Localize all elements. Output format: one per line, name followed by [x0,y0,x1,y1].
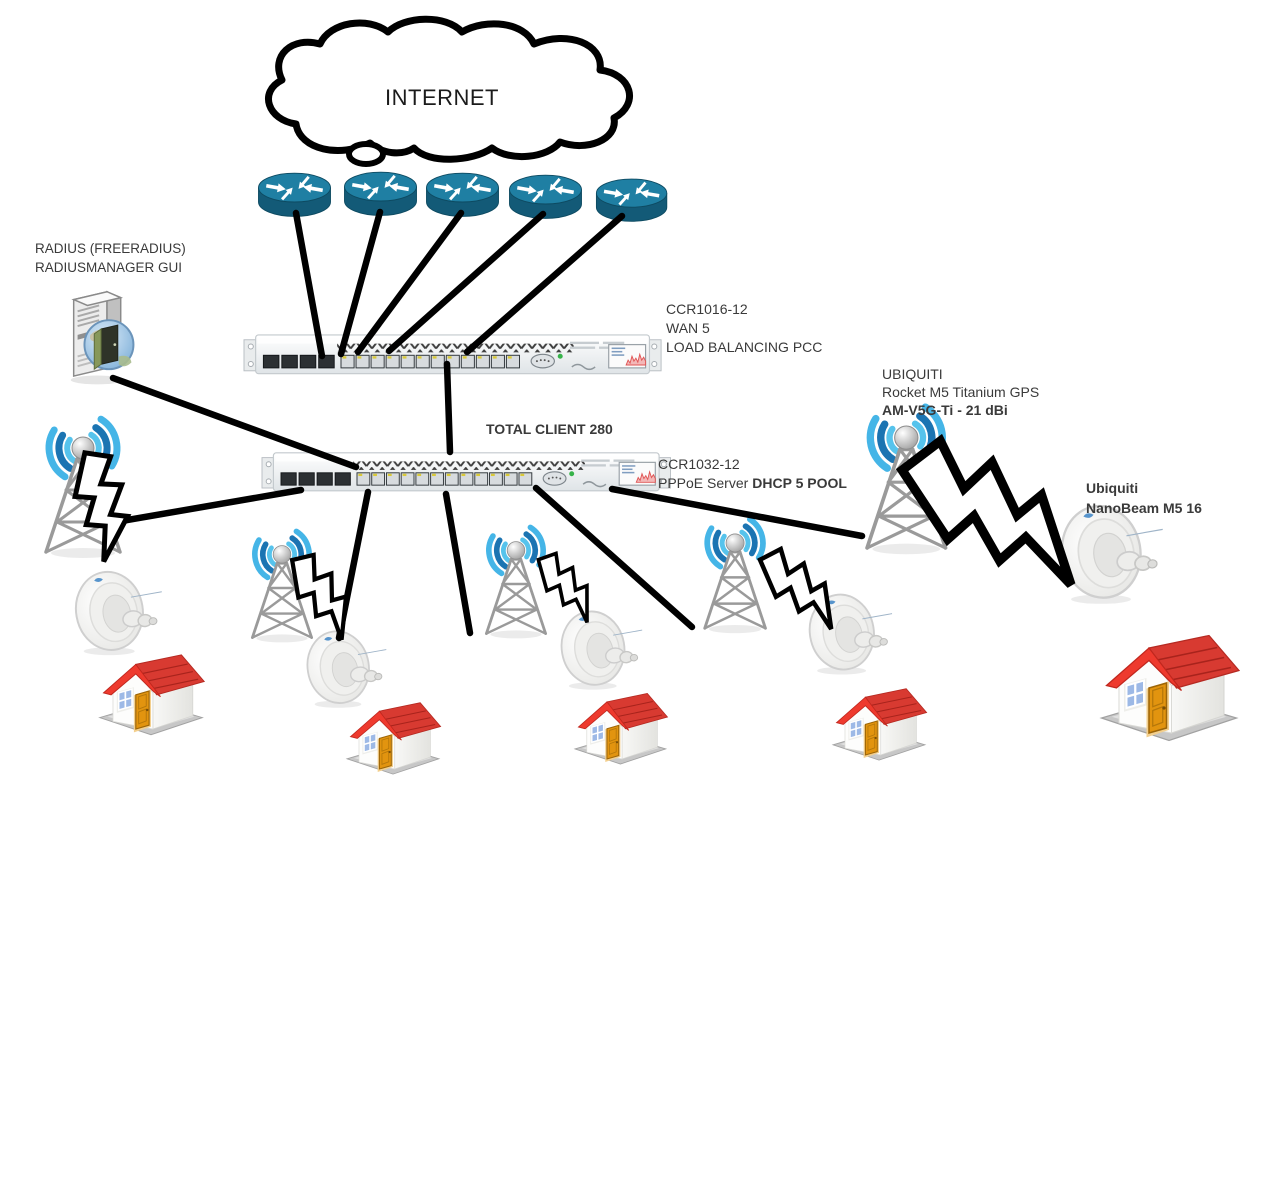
radius-label-line2: RADIUSMANAGER GUI [35,260,183,275]
cpe-dish-icon-3 [554,601,652,691]
ccr1032-service: PPPoE Server [658,475,749,491]
client-house-icon-2 [346,701,442,775]
wireless-tower-icon-4 [704,518,767,634]
isp-router-icon-3 [426,172,499,217]
client-house-icon-5 [1100,634,1241,742]
cloud-tail [346,141,386,167]
ccr1016-to-ccr1032-line [443,360,454,456]
client-house-icon-1 [98,654,206,736]
rocket-spec: AM-V5G-Ti - 21 dBi [882,402,1008,418]
rocket-ap-label: UBIQUITI Rocket M5 Titanium GPS AM-V5G-T… [882,365,1039,419]
client-house-icon-4 [832,687,928,761]
uplink-line-5 [463,212,626,356]
rocket-model: Rocket M5 Titanium GPS [882,384,1040,400]
uplink-line-4 [385,210,547,355]
rocket-brand: UBIQUITI [882,366,943,382]
ccr1016-wan: WAN 5 [666,320,710,336]
ccr1032-model: CCR1032-12 [658,456,740,472]
cpe-dish-icon-2 [300,622,396,709]
ccr1032-pool: DHCP 5 POOL [752,475,847,491]
ccr1016-router-icon [243,334,662,375]
ccr1032-to-site4-line [532,484,696,631]
isp-router-icon-5 [595,178,668,222]
uplink-line-2 [337,208,384,358]
total-client-label: TOTAL CLIENT 280 [486,421,613,437]
cpe-dish-icon-1 [68,561,172,657]
ccr1016-mode: LOAD BALANCING PCC [666,339,823,355]
radius-server-icon [69,290,135,386]
radius-to-ccr1032-line [109,374,360,471]
radius-server-label: RADIUS (FREERADIUS) RADIUSMANAGER GUI [35,239,186,277]
internet-label: INTERNET [385,85,499,110]
uplink-line-1 [292,209,326,360]
ccr1016-model: CCR1016-12 [666,301,748,317]
uplink-line-3 [354,209,465,356]
ccr1032-to-site1-line [106,486,305,527]
radius-label-line1: RADIUS (FREERADIUS) [35,241,186,256]
wireless-tower-icon-3 [485,526,547,639]
client-house-icon-3 [574,692,669,765]
nanobeam-brand: Ubiquiti [1086,480,1139,496]
ccr1032-router-icon [261,452,672,492]
ccr1032-to-rocket-line [608,485,866,540]
isp-router-icon-1 [258,172,331,217]
nanobeam-label: Ubiquiti NanoBeam M5 16 [1086,478,1202,518]
ccr1032-to-site3-line [442,490,474,637]
internet-cloud [265,15,633,167]
ccr1016-label: CCR1016-12 WAN 5 LOAD BALANCING PCC [666,300,822,357]
cable-lines [106,208,866,642]
nanobeam-model: NanoBeam M5 16 [1086,500,1202,516]
isp-router-icon-4 [509,174,582,219]
